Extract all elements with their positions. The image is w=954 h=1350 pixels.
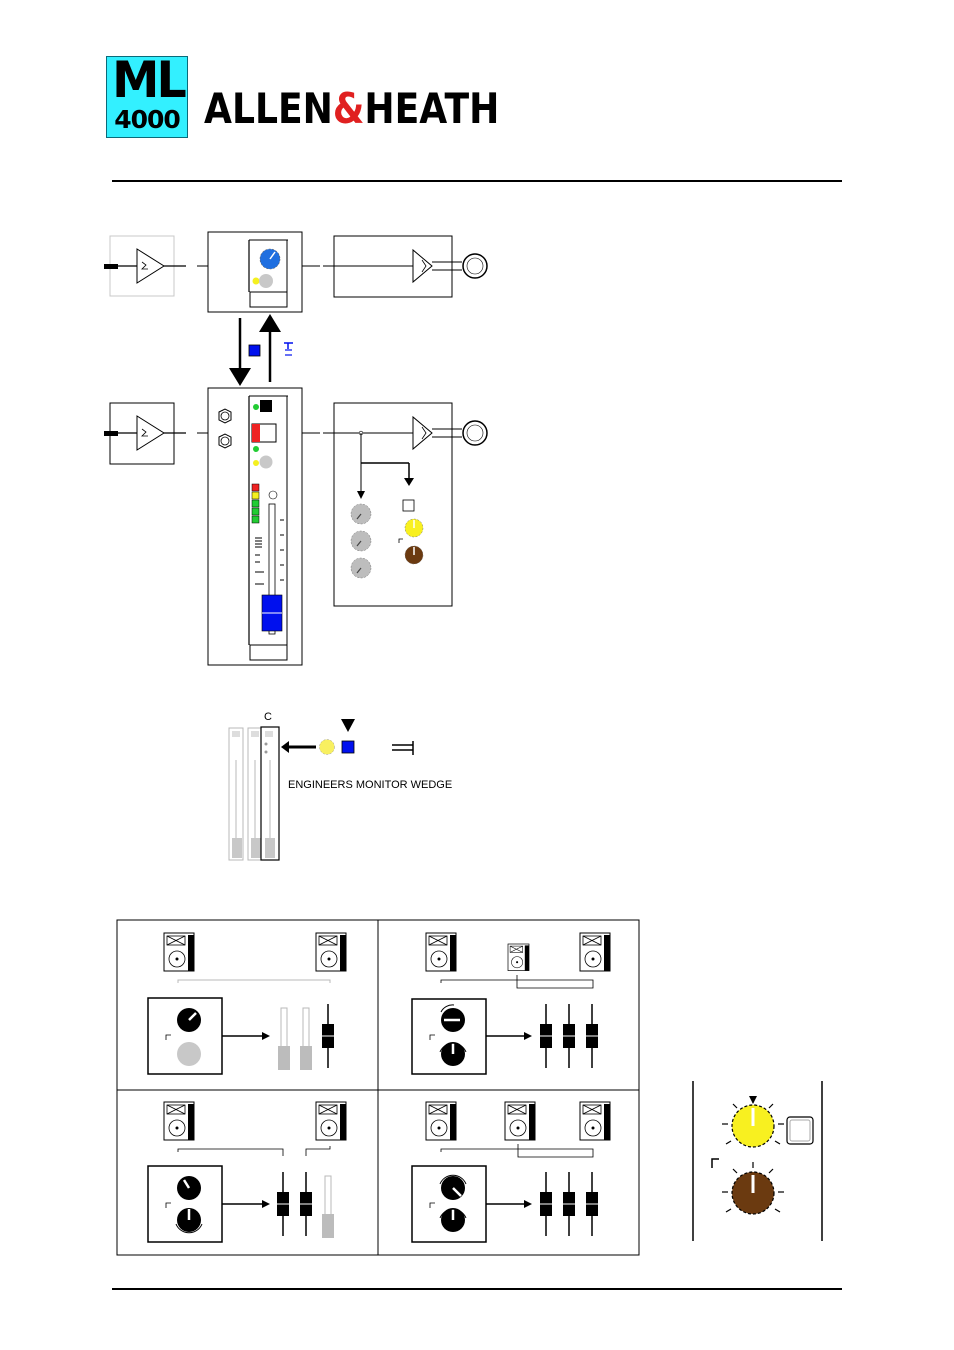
xlr-connector-icon bbox=[463, 254, 487, 278]
wedge-arrow bbox=[281, 741, 316, 753]
black-button-icon bbox=[260, 400, 272, 412]
channel-strip-bottom bbox=[208, 388, 302, 665]
square-button-icon bbox=[787, 1117, 813, 1144]
wedge-faders bbox=[229, 727, 279, 860]
ground-icon bbox=[284, 343, 293, 355]
routing-arrows bbox=[229, 314, 293, 386]
channel-strip-top bbox=[208, 232, 302, 312]
loudspeaker-icon bbox=[164, 933, 194, 971]
down-triangle-icon bbox=[341, 719, 355, 732]
blue-button-icon bbox=[342, 741, 354, 753]
input-channel-top bbox=[104, 236, 186, 296]
green-led-icon bbox=[253, 404, 259, 410]
blue-button-icon bbox=[249, 345, 260, 356]
yellow-led-icon bbox=[320, 740, 335, 755]
loudspeaker-icon bbox=[316, 933, 346, 971]
grey-button-icon bbox=[259, 274, 273, 288]
yellow-led-icon bbox=[253, 278, 260, 285]
output-box-top bbox=[323, 236, 487, 297]
engineer-switch-icon bbox=[392, 741, 413, 755]
output-box-bottom bbox=[323, 403, 487, 606]
knob-detail-panel bbox=[693, 1081, 822, 1241]
input-channel-bottom bbox=[104, 403, 186, 464]
